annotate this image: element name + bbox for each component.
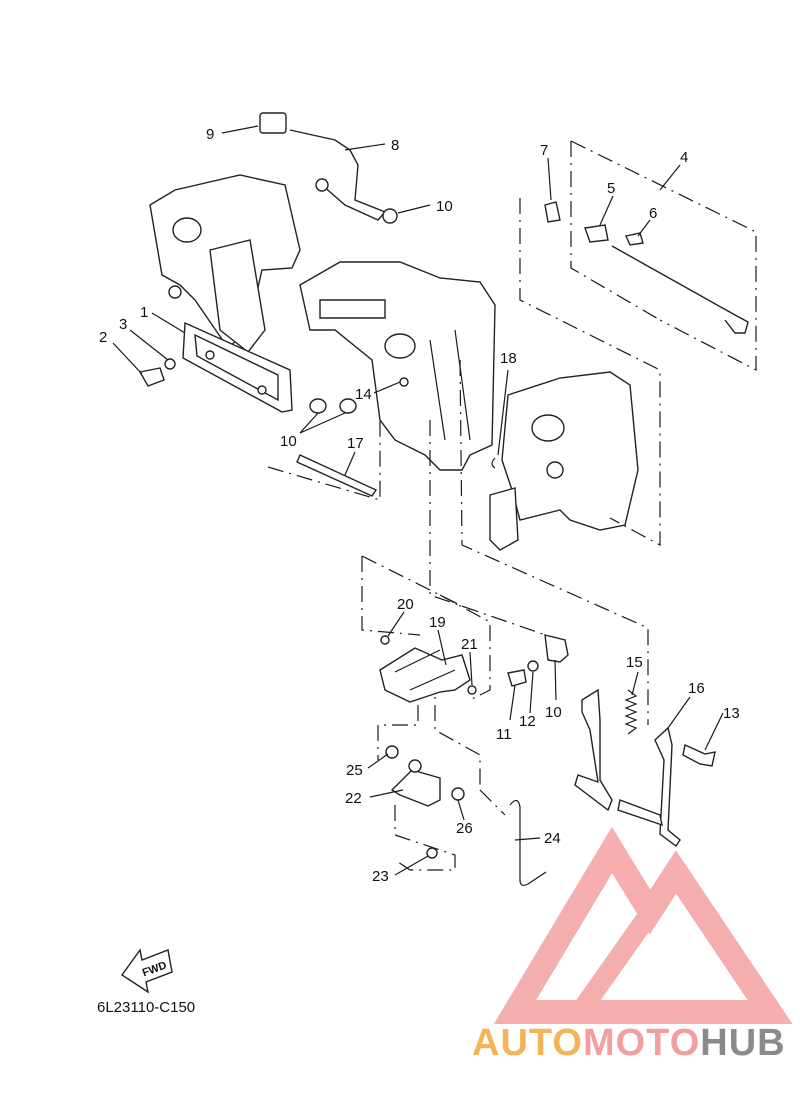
watermark-text: AUTOMOTOHUB xyxy=(472,1022,786,1065)
callout-10: 10 xyxy=(436,198,453,215)
automotohub-logo-icon xyxy=(493,826,793,1024)
part-1-plate xyxy=(182,321,293,413)
callout-25: 24 xyxy=(544,830,561,847)
callout-24: 23 xyxy=(372,868,389,885)
watermark-part1: AUTO xyxy=(472,1022,583,1064)
fwd-arrow-icon: FWD xyxy=(121,948,173,994)
callout-14: 13 xyxy=(723,705,740,722)
part-10-bushings xyxy=(309,398,357,414)
callout-9: 9 xyxy=(206,126,214,143)
part-17-lever xyxy=(574,688,716,848)
part-11-13-hardware xyxy=(507,634,569,687)
callout-19: 18 xyxy=(500,350,517,367)
part-15-clip xyxy=(399,377,409,387)
callout-4: 4 xyxy=(680,149,688,166)
callout-3: 3 xyxy=(119,316,127,333)
callout-26: 25 xyxy=(346,762,363,779)
callout-7: 7 xyxy=(540,142,548,159)
part-23-bracket xyxy=(385,745,465,859)
callout-18: 17 xyxy=(347,435,364,452)
callout-22: 21 xyxy=(461,636,478,653)
callout-20: 19 xyxy=(429,614,446,631)
callout-21: 20 xyxy=(397,596,414,613)
part-20-bracket xyxy=(379,635,477,703)
callout-15: 14 xyxy=(355,386,372,403)
callout-12: 11 xyxy=(496,726,512,743)
swivel-bracket xyxy=(299,261,496,471)
left-clamp-bracket xyxy=(149,174,301,353)
part-25-wire xyxy=(509,799,547,886)
callout-1: 1 xyxy=(140,304,148,321)
callout-13: 12 xyxy=(519,713,536,730)
callout-17: 16 xyxy=(688,680,705,697)
catalog-code: 6L23110-C150 xyxy=(97,999,195,1016)
callout-5: 5 xyxy=(607,180,615,197)
part-8-9-lever xyxy=(259,112,398,224)
callout-6: 6 xyxy=(649,205,657,222)
callout-10b: 10 xyxy=(280,433,297,450)
part-16-spring xyxy=(624,689,638,735)
part-2-3-bolt-washer xyxy=(138,358,176,387)
watermark-part3: HUB xyxy=(700,1022,786,1064)
callout-11: 10 xyxy=(545,704,562,721)
part-4-rod-assembly xyxy=(544,140,757,371)
callout-8: 8 xyxy=(391,137,399,154)
right-clamp-bracket xyxy=(489,371,639,551)
callout-23: 22 xyxy=(345,790,362,807)
watermark-part2: MOTO xyxy=(582,1022,701,1064)
part-18-shaft xyxy=(296,454,378,497)
callout-16: 15 xyxy=(626,654,643,671)
leader-lines xyxy=(112,125,724,876)
callout-labels: 9 8 10 7 4 5 6 1 3 2 10 14 18 17 20 19 2… xyxy=(99,126,740,885)
callout-2: 2 xyxy=(99,329,107,346)
part-19-clip xyxy=(491,457,496,469)
callout-26b: 26 xyxy=(456,820,473,837)
